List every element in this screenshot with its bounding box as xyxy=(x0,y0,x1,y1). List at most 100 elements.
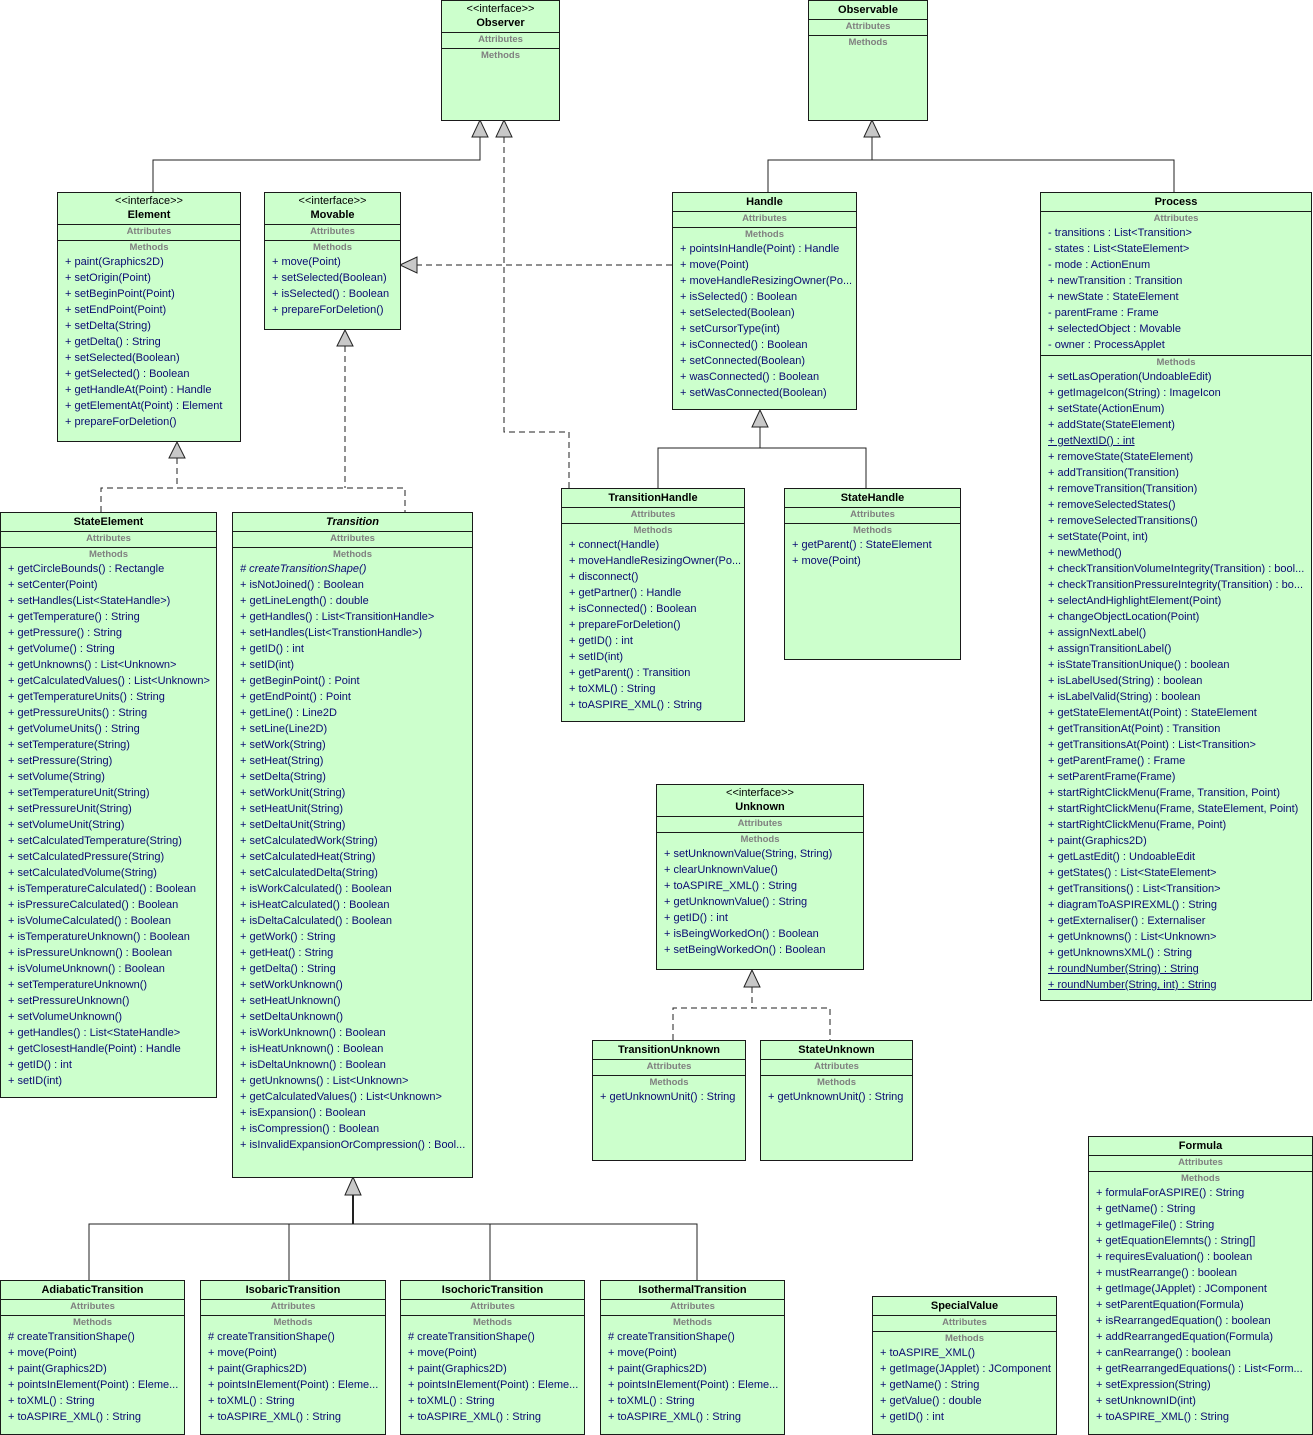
method-row: + isLabelValid(String) : boolean xyxy=(1048,691,1201,703)
attributes-compartment: Attributes xyxy=(593,1060,745,1076)
method-row: + addState(StateElement) xyxy=(1048,419,1175,431)
method-row: + getWork() : String xyxy=(240,931,336,943)
methods-compartment: Methods+ pointsInHandle(Point) : Handle+… xyxy=(673,228,856,403)
method-row: + getTransitionAt(Point) : Transition xyxy=(1048,723,1221,735)
method-row: + isNotJoined() : Boolean xyxy=(240,579,364,591)
method-row: + toXML() : String xyxy=(408,1395,495,1407)
methods-compartment: Methods + move(Point) + setSelected(Boolea… xyxy=(265,241,400,320)
method-row: + setSelected(Boolean) xyxy=(680,307,795,319)
method-row: + move(Point) xyxy=(680,259,749,271)
method-row: + setState(ActionEnum) xyxy=(1048,403,1165,415)
attributes-caption: Attributes xyxy=(126,226,172,237)
method-row: + toASPIRE_XML() : String xyxy=(664,880,797,892)
method-row: + setWork(String) xyxy=(240,739,326,751)
methods-caption: Methods xyxy=(744,229,785,240)
attributes-compartment: Attributes- transitions : List<Transitio… xyxy=(1041,212,1311,356)
attributes-compartment: Attributes xyxy=(265,225,400,241)
method-row: + changeObjectLocation(Point) xyxy=(1048,611,1200,623)
method-row: + isConnected() : Boolean xyxy=(569,603,697,615)
method-row: + getNextID() : int xyxy=(1048,435,1135,447)
class-name: Observer xyxy=(476,17,525,29)
class-name: AdiabaticTransition xyxy=(41,1284,144,1296)
attributes-caption: Attributes xyxy=(270,1301,316,1312)
attributes-compartment: Attributes xyxy=(233,532,472,548)
method-row: + setSelected(Boolean) xyxy=(272,272,387,284)
method-row: + getLine() : Line2D xyxy=(240,707,337,719)
method-row: + getUnknowns() : List<Unknown> xyxy=(8,659,177,671)
method-row: + setHeatUnknown() xyxy=(240,995,341,1007)
method-row: + move(Point) xyxy=(608,1347,677,1359)
method-row: + getTransitions() : List<Transition> xyxy=(1048,883,1221,895)
method-row: + toASPIRE_XML() : String xyxy=(408,1411,541,1423)
class-name: StateUnknown xyxy=(798,1044,875,1056)
attributes-compartment: Attributes xyxy=(201,1300,385,1316)
method-row: + getID() : int xyxy=(240,643,304,655)
method-row: + setCalculatedWork(String) xyxy=(240,835,378,847)
method-row: + paint(Graphics2D) xyxy=(608,1363,707,1375)
method-row: + setState(Point, int) xyxy=(1048,531,1148,543)
class-name: TransitionHandle xyxy=(608,492,698,504)
method-row: + setBeingWorkedOn() : Boolean xyxy=(664,944,826,956)
method-row: + getCalculatedValues() : List<Unknown> xyxy=(8,675,210,687)
class-stereotype: <<interface>> xyxy=(466,3,535,15)
transition-children-line xyxy=(88,1223,698,1280)
method-row: + getVolumeUnits() : String xyxy=(8,723,140,735)
method-row: + move(Point) xyxy=(272,256,341,268)
class-name: Movable xyxy=(310,209,355,221)
method-row: + prepareForDeletion() xyxy=(569,619,681,631)
method-row: + setVolumeUnit(String) xyxy=(8,819,125,831)
method-row: + setPressure(String) xyxy=(8,755,113,767)
methods-compartment: Methods xyxy=(809,36,927,51)
method-row: + roundNumber(String) : String xyxy=(1048,963,1199,975)
attributes-caption: Attributes xyxy=(670,1301,715,1312)
method-row: + isTemperatureUnknown() : Boolean xyxy=(8,931,190,943)
class-header: Handle xyxy=(673,193,856,212)
method-row: + disconnect() xyxy=(569,571,639,583)
method-row: + removeSelectedStates() xyxy=(1048,499,1176,511)
method-row: + connect(Handle) xyxy=(569,539,660,551)
method-row: + setBeginPoint(Point) xyxy=(65,288,175,300)
attributes-caption: Attributes xyxy=(742,213,787,224)
class-header: <<interface>>Element xyxy=(58,193,240,225)
method-row: + getParent() : StateElement xyxy=(792,539,932,551)
method-row: + toASPIRE_XML() : String xyxy=(208,1411,341,1423)
methods-caption: Methods xyxy=(312,242,353,253)
method-row: + setCursorType(int) xyxy=(680,323,780,335)
method-row: + selectAndHighlightElement(Point) xyxy=(1048,595,1222,607)
class-stereotype: <<interface>> xyxy=(298,195,367,207)
class-header: StateHandle xyxy=(785,489,960,508)
method-row: + getCircleBounds() : Rectangle xyxy=(8,563,165,575)
class-name: Observable xyxy=(838,4,898,16)
method-row: + isHeatUnknown() : Boolean xyxy=(240,1043,384,1055)
method-row: # createTransitionShape() xyxy=(608,1331,735,1343)
method-row: + move(Point) xyxy=(408,1347,477,1359)
method-row: + isInvalidExpansionOrCompression() : Bo… xyxy=(240,1139,466,1151)
arrowhead-observer-left xyxy=(471,118,489,138)
method-row: + clearUnknownValue() xyxy=(664,864,778,876)
method-row: + getStates() : List<StateElement> xyxy=(1048,867,1217,879)
method-row: + getSelected() : Boolean xyxy=(65,368,190,380)
method-row: + setHeat(String) xyxy=(240,755,324,767)
attributes-compartment: Attributes xyxy=(1,1300,184,1316)
method-row: + moveHandleResizingOwner(Po... xyxy=(680,275,853,287)
class-header: IsobaricTransition xyxy=(201,1281,385,1300)
